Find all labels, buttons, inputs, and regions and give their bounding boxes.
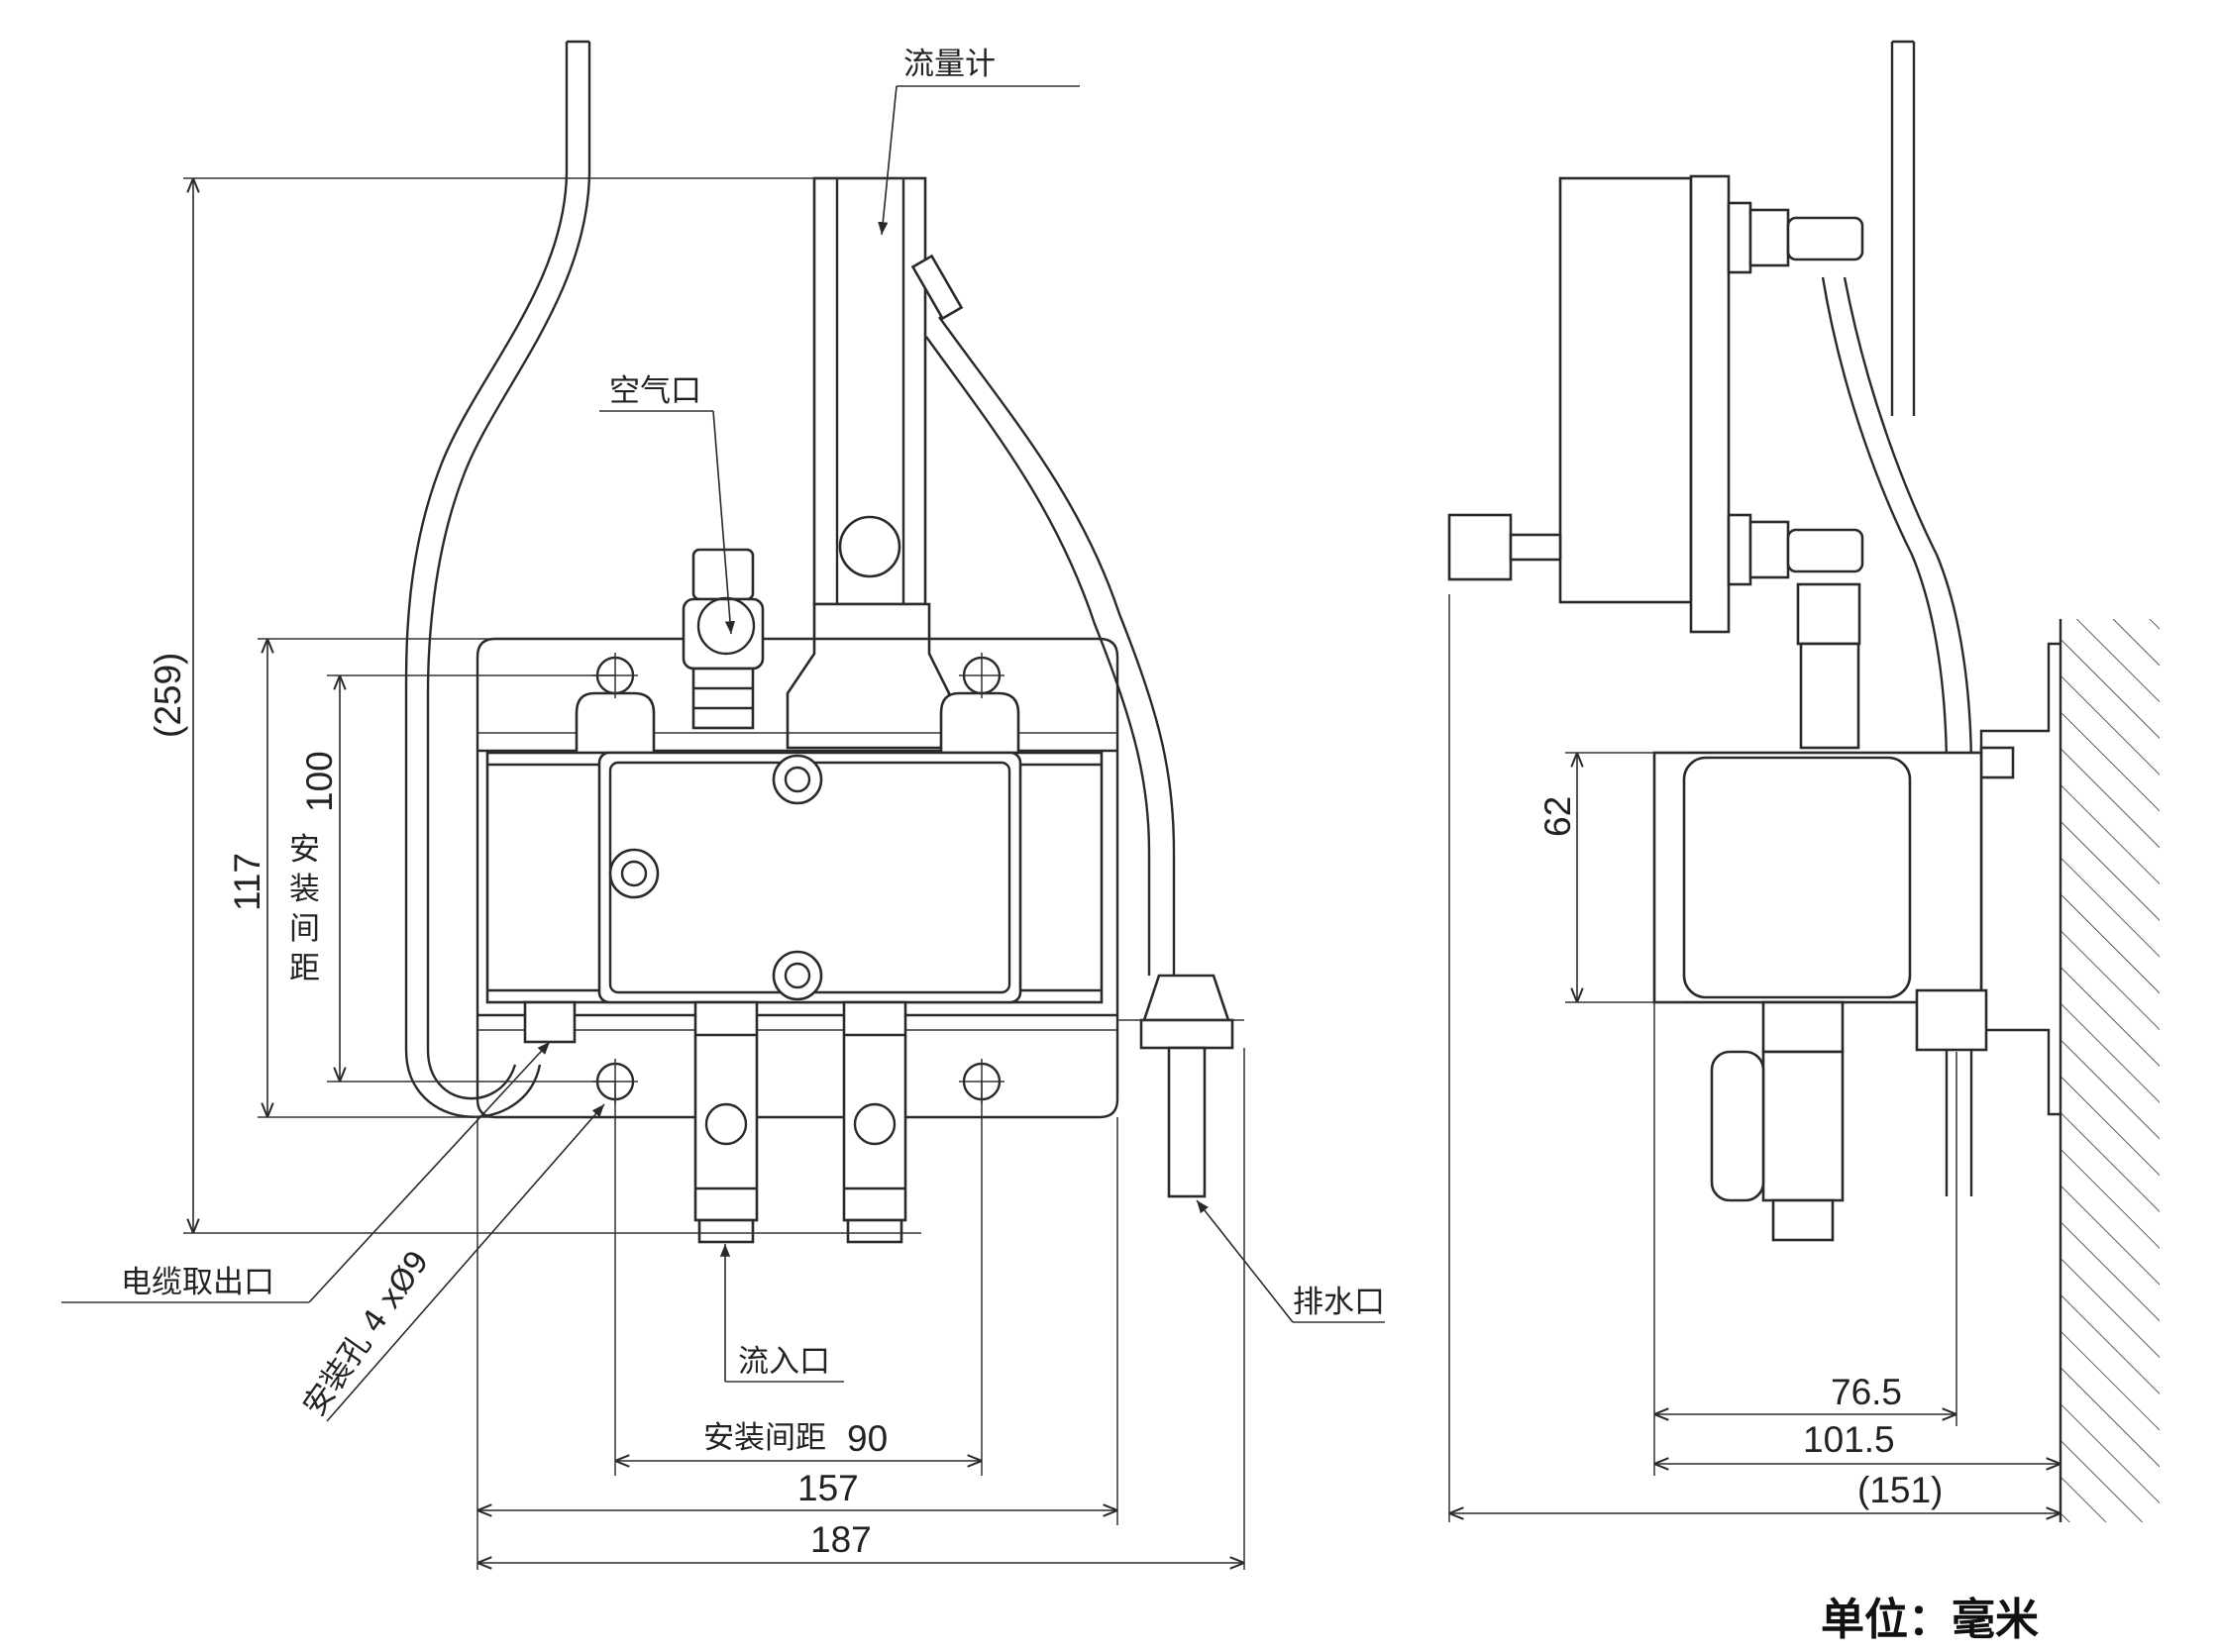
mount-holes bbox=[575, 653, 1020, 1104]
main-body bbox=[485, 751, 1104, 1004]
air-valve bbox=[682, 548, 765, 730]
drain-fitting bbox=[1117, 974, 1244, 1198]
inlet-valves bbox=[693, 1000, 907, 1244]
label-mount-pitch: 安装间距 bbox=[703, 1420, 826, 1456]
label-mount-pitch-v4: 距 bbox=[289, 951, 320, 986]
flowmeter bbox=[786, 176, 964, 750]
dim-76-5: 76.5 bbox=[1831, 1372, 1902, 1412]
sensor-cable bbox=[925, 316, 1176, 976]
label-mount-pitch-v2: 装 bbox=[289, 872, 320, 907]
wall-hatching bbox=[2059, 619, 2160, 1522]
dim-overall-height: (259) bbox=[148, 653, 188, 738]
text-labels: 流量计 空气口 电缆取出口 安装孔 4 xØ9 流入口 排水口 安装间距 安 装… bbox=[121, 47, 2039, 1645]
dim-117: 117 bbox=[227, 853, 267, 911]
cable-left bbox=[404, 40, 591, 1118]
label-mount-pitch-v1: 安 bbox=[289, 832, 320, 868]
label-cable-outlet: 电缆取出口 bbox=[121, 1265, 274, 1300]
front-view bbox=[61, 40, 1385, 1570]
side-bracket bbox=[1979, 642, 2060, 1116]
side-cable bbox=[1821, 40, 1973, 1196]
side-body bbox=[1652, 751, 1988, 1242]
label-inlet: 流入口 bbox=[738, 1344, 830, 1380]
dim-100: 100 bbox=[299, 751, 340, 812]
side-display-head bbox=[1447, 174, 1731, 1522]
unit-note: 单位：毫米 bbox=[1821, 1595, 2039, 1645]
label-flowmeter: 流量计 bbox=[903, 47, 996, 82]
side-dimensions bbox=[1449, 752, 2060, 1513]
dim-90: 90 bbox=[847, 1418, 888, 1459]
label-mount-holes: 安装孔 4 xØ9 bbox=[296, 1244, 436, 1422]
side-view bbox=[1447, 40, 2160, 1522]
dim-151: (151) bbox=[1857, 1470, 1943, 1510]
label-drain: 排水口 bbox=[1293, 1285, 1385, 1320]
dim-101-5: 101.5 bbox=[1803, 1419, 1895, 1460]
front-dimensions bbox=[183, 177, 1245, 1570]
side-fittings bbox=[1727, 201, 1864, 750]
label-air-port: 空气口 bbox=[609, 373, 701, 409]
dim-157: 157 bbox=[797, 1468, 859, 1508]
dim-187: 187 bbox=[810, 1519, 872, 1560]
dim-62: 62 bbox=[1537, 796, 1578, 837]
cable-gland bbox=[523, 1000, 577, 1044]
label-mount-pitch-v3: 间 bbox=[289, 911, 320, 947]
